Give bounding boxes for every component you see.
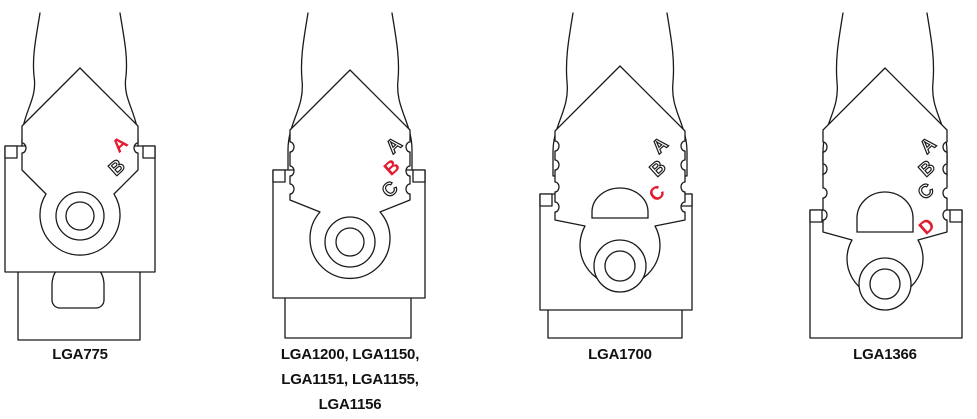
plate-notch-left <box>4 145 18 159</box>
key-cutout <box>591 187 649 219</box>
hub-hole <box>65 201 95 231</box>
label-line: LGA1151, LGA1155, <box>281 371 419 388</box>
socket-label-lga1366: LGA1366 <box>805 342 965 367</box>
label-line: LGA1200, LGA1150, <box>280 346 420 363</box>
key-cutout <box>856 191 914 233</box>
socket-tool-lga1200-group <box>272 12 426 339</box>
socket-label-lga1700: LGA1700 <box>540 342 700 367</box>
socket-label-lga1200-group: LGA1200, LGA1150, LGA1151, LGA1155, LGA1… <box>252 342 448 417</box>
label-line: LGA1156 <box>318 396 382 413</box>
plate-notch-right <box>412 169 426 183</box>
socket-tool-lga775 <box>4 12 156 341</box>
label-line: LGA775 <box>52 346 108 363</box>
lower-plate <box>284 295 412 339</box>
key-diamond <box>289 69 411 280</box>
hub-hole <box>604 250 636 282</box>
plate-notch-right <box>949 209 963 223</box>
hub-hole <box>869 268 901 300</box>
label-line: LGA1366 <box>853 346 917 363</box>
lower-plate <box>547 307 683 339</box>
hub-hole <box>335 227 365 257</box>
lower-plate <box>17 267 141 341</box>
plate-notch-right <box>142 145 156 159</box>
plate-notch-left <box>809 209 823 223</box>
plate-notch-left <box>272 169 286 183</box>
key-diamond <box>21 67 139 256</box>
plate-notch-left <box>539 193 553 207</box>
label-line: LGA1700 <box>588 346 652 363</box>
socket-tool-lga1366 <box>809 12 963 339</box>
socket-tool-lga1700 <box>539 12 693 339</box>
socket-label-lga775: LGA775 <box>5 342 155 367</box>
